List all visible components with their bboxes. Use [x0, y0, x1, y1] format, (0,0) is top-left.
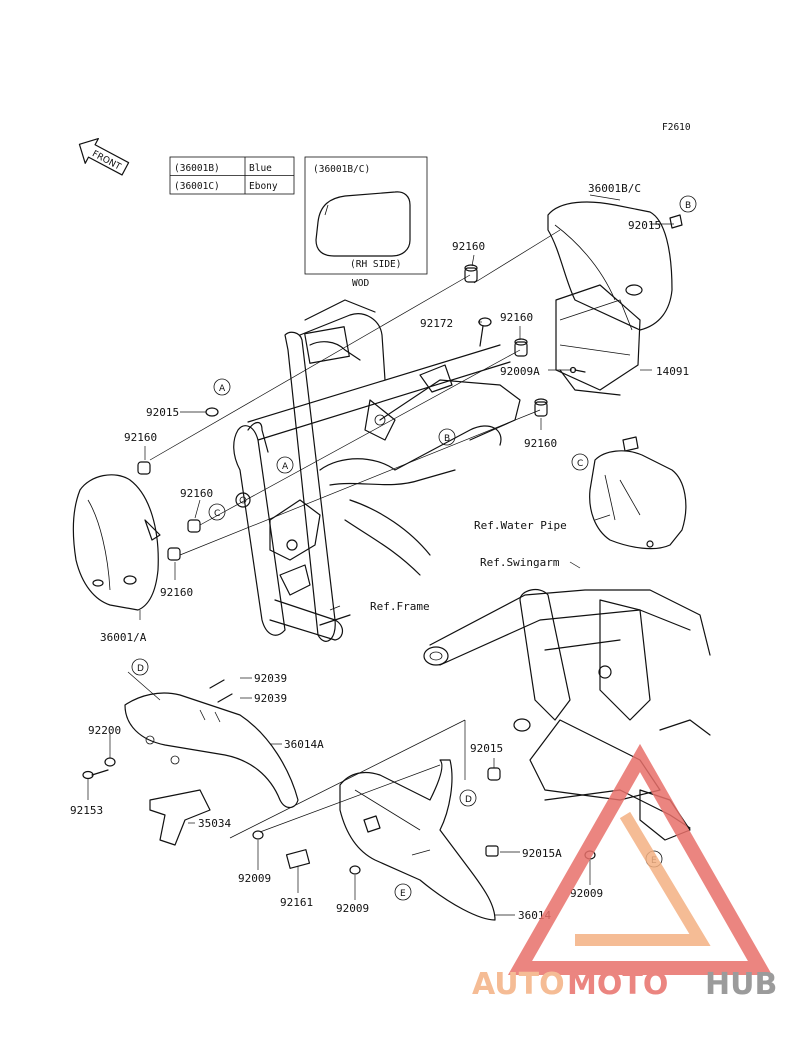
color-name-2: Ebony [249, 181, 278, 192]
callout-B-frame: B [438, 428, 456, 446]
callout-A-frame: A [276, 456, 294, 474]
label-92039-b: 92039 [254, 692, 287, 705]
label-92009A: 92009A [500, 365, 540, 378]
screw-92009-a [252, 830, 264, 840]
screw-92009-c [349, 865, 361, 875]
label-36001A: 36001/A [100, 631, 147, 644]
label-92153: 92153 [70, 804, 103, 817]
label-92160-e: 92160 [180, 487, 213, 500]
svg-text:E: E [400, 889, 406, 899]
label-92160-a: 92160 [452, 240, 485, 253]
svg-text:B: B [685, 201, 691, 211]
label-92160-b: 92160 [500, 311, 533, 324]
label-92172: 92172 [420, 317, 453, 330]
label-ref-swingarm: Ref.Swingarm [480, 556, 560, 569]
label-92015-top: 92015 [628, 219, 661, 232]
watermark-auto: AUTO [472, 967, 565, 1002]
label-92160-d: 92160 [124, 431, 157, 444]
color-code-2: (36001C) [174, 181, 220, 192]
label-92039-a: 92039 [254, 672, 287, 685]
collar-92160-right [534, 398, 548, 417]
grommet-92015-left [205, 407, 219, 417]
label-35034: 35034 [198, 817, 231, 830]
rh-side-cover-36001BC [547, 201, 683, 331]
watermark-logo: AUTO MOTO HUB [472, 743, 777, 1002]
label-92160-f: 92160 [160, 586, 193, 599]
callout-C-right: C [571, 453, 589, 471]
watermark-moto: MOTO [567, 967, 668, 1002]
chain-cover-36014 [339, 759, 496, 921]
label-92160-c: 92160 [524, 437, 557, 450]
leader-lines [87, 194, 674, 916]
svg-text:A: A [219, 384, 226, 394]
label-ref-water-pipe: Ref.Water Pipe [474, 519, 567, 532]
washer-92200 [104, 757, 116, 767]
color-table: (36001B) Blue (36001C) Ebony [169, 156, 295, 195]
chain-cover-36014A [124, 692, 299, 809]
inset-side: (RH SIDE) [350, 259, 401, 270]
water-pipe-cover [589, 436, 687, 550]
callout-B-top: B [679, 195, 697, 213]
collar-92160-left-a [137, 461, 151, 475]
bracket-35034 [149, 789, 211, 846]
frame-drawing [233, 299, 521, 642]
svg-text:D: D [465, 795, 472, 805]
collar-92160-left-c [167, 547, 181, 561]
label-36014A: 36014A [284, 738, 324, 751]
callout-D-top: D [131, 658, 149, 676]
figure-code: F2610 [662, 122, 691, 133]
label-92015-left: 92015 [146, 406, 179, 419]
color-name-1: Blue [249, 163, 272, 174]
rivet-92039 [209, 679, 233, 703]
screw-92009A [569, 366, 586, 374]
bolt-92153 [82, 769, 109, 780]
color-code-1: (36001B) [174, 163, 220, 174]
grommet-92015A [485, 845, 499, 857]
label-92009-b: 92009 [570, 887, 603, 900]
callout-E-lower: E [394, 883, 412, 901]
label-92015A: 92015A [522, 847, 562, 860]
svg-text:B: B [444, 434, 450, 444]
part-labels: 36001B/C 92015 92160 92172 92160 92009A … [70, 182, 689, 922]
svg-text:C: C [577, 459, 583, 469]
collar-92160-top [464, 264, 478, 283]
svg-text:C: C [214, 509, 220, 519]
callout-D-mid: D [459, 789, 477, 807]
collar-92160-mid [514, 338, 528, 357]
label-36001BC: 36001B/C [588, 182, 641, 195]
svg-text:A: A [282, 462, 289, 472]
label-92009-a: 92009 [238, 872, 271, 885]
front-arrow-icon: FRONT [78, 137, 130, 176]
label-92161: 92161 [280, 896, 313, 909]
inset-rh-side: (36001B/C) (RH SIDE) WOD [304, 156, 428, 289]
svg-text:D: D [137, 664, 144, 674]
bracket-14091 [555, 284, 641, 396]
inset-caption: WOD [352, 278, 369, 289]
collar-92160-left-b [187, 519, 201, 533]
label-92015-mid: 92015 [470, 742, 503, 755]
lh-side-cover-36001A [72, 474, 161, 611]
label-ref-frame: Ref.Frame [370, 600, 430, 613]
label-14091: 14091 [656, 365, 689, 378]
label-92200: 92200 [88, 724, 121, 737]
callout-C-left: C [208, 503, 226, 521]
inset-title: (36001B/C) [313, 164, 370, 175]
grommet-92015-mid [487, 767, 501, 781]
watermark-hub: HUB [705, 967, 777, 1002]
label-92009-c: 92009 [336, 902, 369, 915]
pad-92161 [285, 849, 311, 869]
callout-A-left: A [213, 378, 231, 396]
